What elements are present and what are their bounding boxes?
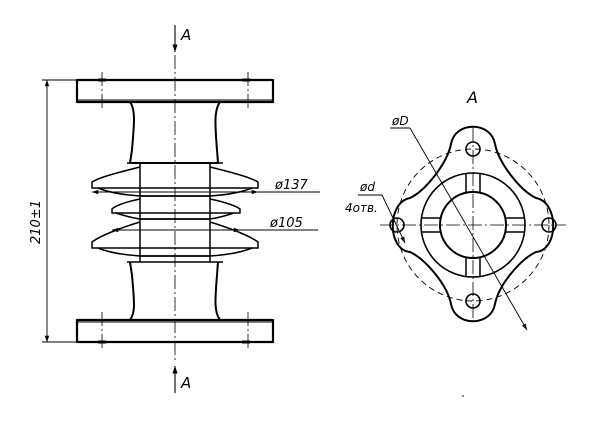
bolt-circle-dimension (390, 127, 528, 331)
flange-outline (391, 125, 555, 323)
height-dimension-label: 210±1 (29, 200, 44, 244)
bolt-circle-dimension-label: øD (391, 114, 409, 128)
hole-dimension-label: ød (359, 180, 375, 194)
flange-top-view (380, 125, 566, 323)
hole-count-label: 4отв. (345, 201, 378, 215)
height-dimension (42, 79, 77, 343)
shed-dimension-137-label: ø137 (274, 178, 308, 193)
view-label: A (466, 88, 478, 107)
section-mark-bottom: A (180, 374, 191, 392)
shed-dimension-105-label: ø105 (269, 216, 303, 231)
section-mark-top: A (180, 26, 191, 44)
insulator-front-view (75, 55, 275, 362)
hole-dimension (358, 194, 406, 244)
flange-ribs (421, 173, 525, 277)
bolt-circle (396, 148, 550, 302)
